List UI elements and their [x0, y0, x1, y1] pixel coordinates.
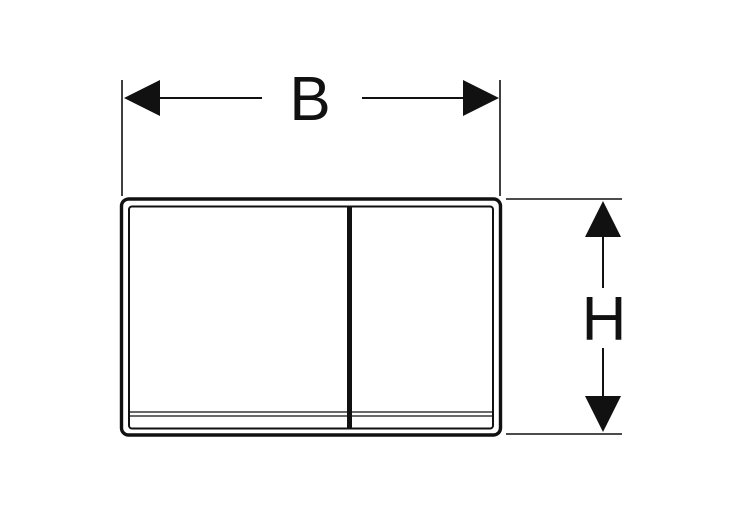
flush-plate [119, 197, 503, 437]
width-label: B [289, 65, 330, 134]
width-dimension: B [121, 65, 501, 196]
plate-outer-frame [119, 197, 503, 437]
width-arrow-left-icon [124, 80, 160, 116]
width-arrow-right-icon [463, 80, 499, 116]
height-dimension: H [506, 198, 627, 435]
height-arrow-down-icon [585, 396, 621, 432]
height-arrow-up-icon [585, 201, 621, 237]
plate-button-divider [347, 206, 352, 429]
height-label: H [582, 285, 627, 354]
plate-inner-frame [128, 205, 494, 430]
